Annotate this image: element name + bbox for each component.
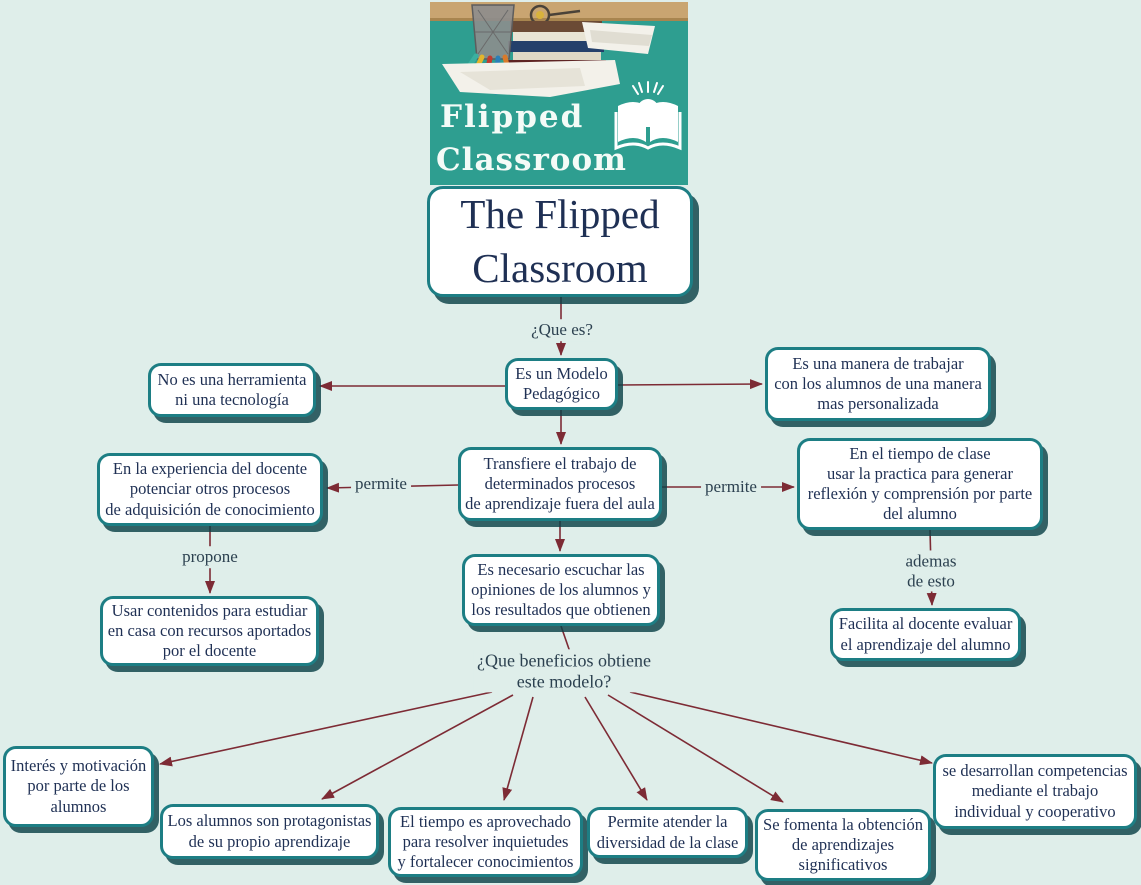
label-permite-left: permite xyxy=(351,473,411,495)
label-que-es: ¿Que es? xyxy=(527,319,597,341)
edge-modelo-to-manera-trabajar xyxy=(617,379,763,390)
header-image: Flipped Classroom xyxy=(430,2,688,185)
edge-escuchar-to-beneficios xyxy=(560,625,571,653)
node-transfiere-trabajo: Transfiere el trabajo de determinados pr… xyxy=(458,447,662,521)
node-es-un-modelo-pedagogico: Es un Modelo Pedagógico xyxy=(505,358,618,410)
edge-beneficios-to-tiempo-aprovechado xyxy=(502,696,534,801)
book-lightbulb-icon xyxy=(614,81,682,151)
node-experiencia-docente: En la experiencia del docente potenciar … xyxy=(97,453,323,526)
label-beneficios: ¿Que beneficios obtiene este modelo? xyxy=(473,649,655,693)
node-no-es-una-herramienta: No es una herramienta ni una tecnología xyxy=(148,363,316,417)
title-box: The Flipped Classroom xyxy=(427,186,693,297)
edge-beneficios-to-fomenta xyxy=(607,694,784,803)
node-atender-diversidad: Permite atender la diversidad de la clas… xyxy=(587,807,748,858)
node-usar-contenidos: Usar contenidos para estudiar en casa co… xyxy=(100,596,319,666)
papers xyxy=(442,22,655,97)
edge-beneficios-to-interes xyxy=(159,691,493,767)
node-facilita-evaluar: Facilita al docente evaluar el aprendiza… xyxy=(830,608,1021,661)
edge-beneficios-to-competencias xyxy=(629,691,933,766)
node-interes-motivacion: Interés y motivación por parte de los al… xyxy=(3,746,154,827)
node-tiempo-aprovechado: El tiempo es aprovechado para resolver i… xyxy=(388,807,583,877)
node-tiempo-de-clase: En el tiempo de clase usar la practica p… xyxy=(797,438,1043,530)
node-alumnos-protagonistas: Los alumnos son protagonistas de su prop… xyxy=(160,804,379,859)
edge-beneficios-to-protagonistas xyxy=(321,694,514,800)
label-propone: propone xyxy=(178,546,242,568)
node-aprendizajes-significativos: Se fomenta la obtención de aprendizajes … xyxy=(755,809,931,881)
edge-beneficios-to-diversidad xyxy=(584,696,648,801)
label-ademas-de-esto: ademas de esto xyxy=(901,550,961,592)
node-escuchar-opiniones: Es necesario escuchar las opiniones de l… xyxy=(462,554,660,626)
chalk-text-line2: Classroom xyxy=(436,142,627,178)
node-desarrollan-competencias: se desarrollan competencias mediante el … xyxy=(933,754,1137,829)
chalk-text-line1: Flipped xyxy=(440,99,584,135)
node-manera-de-trabajar: Es una manera de trabajar con los alumno… xyxy=(765,347,991,421)
chalkboard-illustration: Flipped Classroom xyxy=(430,2,688,185)
label-permite-right: permite xyxy=(701,476,761,498)
pencil-cup xyxy=(471,4,515,60)
